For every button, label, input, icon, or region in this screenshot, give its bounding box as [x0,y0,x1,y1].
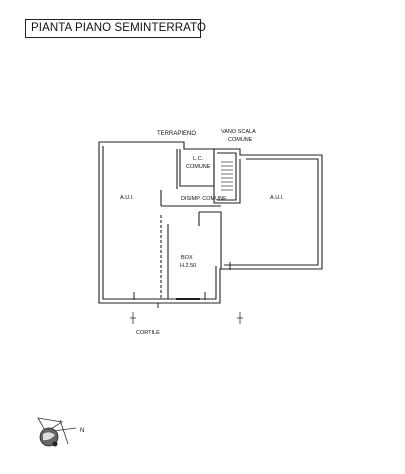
plan-title: PIANTA PIANO SEMINTERRATO [31,22,207,34]
openings [133,262,231,308]
label-lc: L.C. [193,156,204,162]
stair-wall [213,149,241,204]
label-box-height: H.2.50 [180,263,196,269]
corridor-box-wall [199,211,222,269]
inner-wall-right [224,158,319,266]
outer-wall [98,141,323,304]
corridor-wall [160,190,221,207]
level-markers [130,312,243,324]
label-box: BOX [181,255,193,261]
label-vano-scala: VANO SCALA [221,129,256,135]
label-aui-left: A.U.I. [120,195,134,201]
label-terrapieno: TERRAPIENO [157,131,196,137]
north-label: N [80,428,84,434]
stair-inner [217,152,237,201]
label-aui-right: A.U.I. [270,195,284,201]
title-frame [25,19,201,38]
stair-treads [221,161,233,191]
label-disimp-comune: DISIMP. COMUNE [181,196,227,202]
label-vano-scala-comune: COMUNE [228,137,253,143]
plan-walls [98,141,323,304]
label-lc-comune: COMUNE [186,164,211,170]
inner-wall [102,146,217,300]
compass-icon [37,417,77,447]
label-cortile: CORTILE [136,330,160,336]
